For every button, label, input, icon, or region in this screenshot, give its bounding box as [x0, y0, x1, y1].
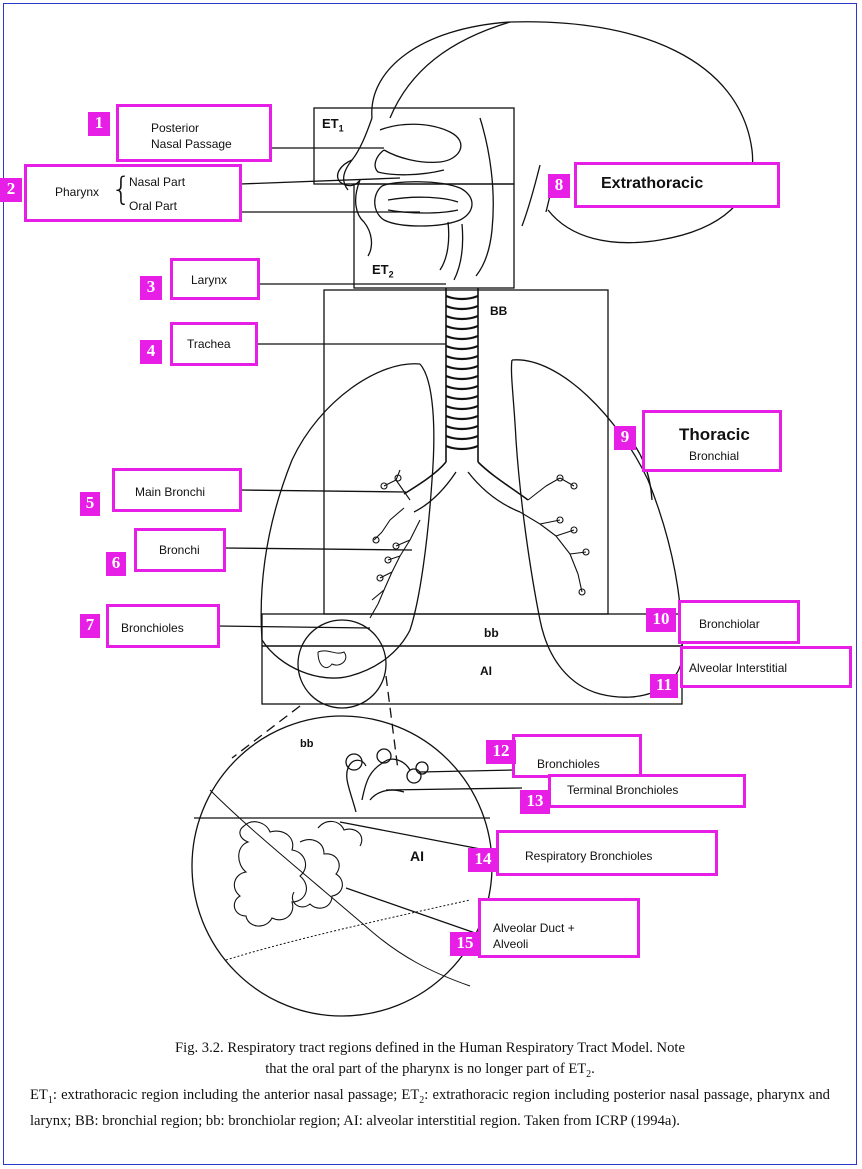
- number-badge-9: 9: [614, 426, 636, 450]
- number-badge-2: 2: [0, 178, 22, 202]
- label-12-line-1: Bronchioles: [537, 757, 600, 771]
- label-7-line-1: Bronchioles: [121, 621, 184, 635]
- label-alveolar-duct-alveoli: Alveolar Duct + Alveoli: [478, 898, 640, 958]
- number-badge-8: 8: [548, 174, 570, 198]
- bb-upper-region-label: BB: [490, 304, 507, 318]
- caption-definitions: ET1: extrathoracic region including the …: [30, 1085, 830, 1132]
- label-bronchiolar: Bronchiolar: [678, 600, 800, 644]
- et2-region-label: ET2: [372, 262, 394, 280]
- number-badge-11: 11: [650, 674, 678, 698]
- label-bronchioles-zoom: Bronchioles: [512, 734, 642, 778]
- label-2-line-1: Nasal Part: [129, 175, 185, 189]
- label-11-line-1: Alveolar Interstitial: [689, 661, 787, 675]
- label-posterior-nasal-passage: Posterior Nasal Passage: [116, 104, 272, 162]
- trachea-rings: [446, 296, 478, 449]
- number-badge-6: 6: [106, 552, 126, 576]
- number-badge-1: 1: [88, 112, 110, 136]
- label-thoracic-bronchial: Thoracic Bronchial: [642, 410, 782, 472]
- zoom-bb-label: bb: [300, 738, 313, 750]
- pharynx-group-label: Pharynx: [55, 185, 99, 199]
- label-extrathoracic: Extrathoracic: [574, 162, 780, 208]
- label-bronchi: Bronchi: [134, 528, 226, 572]
- zoom-ai-label: AI: [410, 848, 424, 864]
- et1-region-label: ET1: [322, 116, 344, 134]
- label-15-line-1: Alveolar Duct +: [493, 921, 575, 935]
- label-1-line-1: Posterior: [151, 121, 199, 135]
- head-outline: [372, 22, 753, 243]
- number-badge-14: 14: [468, 848, 498, 872]
- number-badge-13: 13: [520, 790, 550, 814]
- number-badge-4: 4: [140, 340, 162, 364]
- label-15-line-2: Alveoli: [493, 937, 528, 951]
- bb-lower-region-label: bb: [484, 626, 499, 640]
- label-13-line-1: Terminal Bronchioles: [567, 783, 678, 797]
- label-9-line-2: Bronchial: [689, 449, 739, 463]
- number-badge-15: 15: [450, 932, 480, 956]
- label-terminal-bronchioles: Terminal Bronchioles: [548, 774, 746, 808]
- caption-line-1: Fig. 3.2. Respiratory tract regions defi…: [30, 1038, 830, 1059]
- number-badge-10: 10: [646, 608, 676, 632]
- number-badge-12: 12: [486, 740, 516, 764]
- zoom-circle: [192, 716, 492, 1016]
- label-pharynx: Pharynx { Nasal Part Oral Part: [24, 164, 242, 222]
- figure-caption: Fig. 3.2. Respiratory tract regions defi…: [30, 1038, 830, 1132]
- label-3-line-1: Larynx: [191, 273, 227, 287]
- caption-line-2: that the oral part of the pharynx is no …: [30, 1059, 830, 1085]
- et1-box: [314, 108, 514, 184]
- ai-band: [262, 646, 682, 704]
- ai-region-label: AI: [480, 664, 492, 678]
- label-trachea: Trachea: [170, 322, 258, 366]
- number-badge-3: 3: [140, 276, 162, 300]
- label-6-line-1: Bronchi: [159, 543, 200, 557]
- label-alveolar-interstitial: Alveolar Interstitial: [680, 646, 852, 688]
- label-2-line-2: Oral Part: [129, 199, 177, 213]
- label-9-line-1: Thoracic: [679, 425, 750, 445]
- label-larynx: Larynx: [170, 258, 260, 300]
- label-respiratory-bronchioles: Respiratory Bronchioles: [496, 830, 718, 876]
- left-lung: [261, 364, 434, 678]
- number-badge-7: 7: [80, 614, 100, 638]
- label-bronchioles: Bronchioles: [106, 604, 220, 648]
- label-10-line-1: Bronchiolar: [699, 617, 760, 631]
- number-badge-5: 5: [80, 492, 100, 516]
- label-5-line-1: Main Bronchi: [135, 485, 205, 499]
- label-4-line-1: Trachea: [187, 337, 231, 351]
- label-14-line-1: Respiratory Bronchioles: [525, 849, 652, 863]
- label-main-bronchi: Main Bronchi: [112, 468, 242, 512]
- label-8-line-1: Extrathoracic: [601, 175, 703, 193]
- bb-band: [262, 614, 682, 646]
- label-1-line-2: Nasal Passage: [151, 137, 232, 151]
